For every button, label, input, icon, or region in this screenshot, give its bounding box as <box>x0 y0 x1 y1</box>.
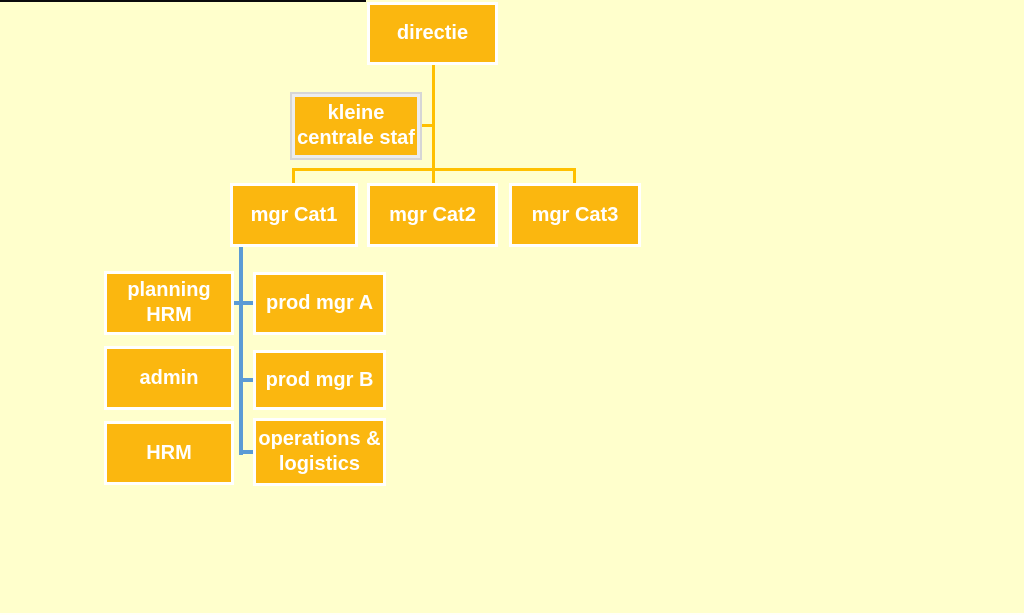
connector-tick-prod-mgr-b <box>243 378 254 382</box>
org-node-kleine-centrale-staf[interactable]: kleine centrale staf <box>290 92 422 160</box>
org-node-hrm[interactable]: HRM <box>104 421 234 485</box>
org-node-planning-hrm[interactable]: planning HRM <box>104 271 234 335</box>
org-node-mgr-cat3[interactable]: mgr Cat3 <box>509 183 641 247</box>
connector-cat1-subtree-vertical <box>239 247 243 455</box>
org-node-prod-mgr-a[interactable]: prod mgr A <box>253 272 386 335</box>
connector-tick-prod-mgr-a <box>233 301 254 305</box>
connector-tick-operations <box>243 450 254 454</box>
top-border-rule <box>0 0 366 2</box>
connector-staff-tick <box>420 124 433 127</box>
connector-drop-cat3 <box>573 168 576 183</box>
org-node-directie[interactable]: directie <box>367 2 498 65</box>
org-node-admin[interactable]: admin <box>104 346 234 410</box>
org-node-prod-mgr-b[interactable]: prod mgr B <box>253 350 386 410</box>
org-node-operations-logistics[interactable]: operations & logistics <box>253 418 386 486</box>
connector-drop-cat1 <box>292 168 295 183</box>
bottom-border-rule <box>0 613 1024 615</box>
org-node-mgr-cat1[interactable]: mgr Cat1 <box>230 183 358 247</box>
connector-managers-horizontal <box>292 168 576 171</box>
connector-directie-to-cat2 <box>432 64 435 183</box>
org-node-mgr-cat2[interactable]: mgr Cat2 <box>367 183 498 247</box>
